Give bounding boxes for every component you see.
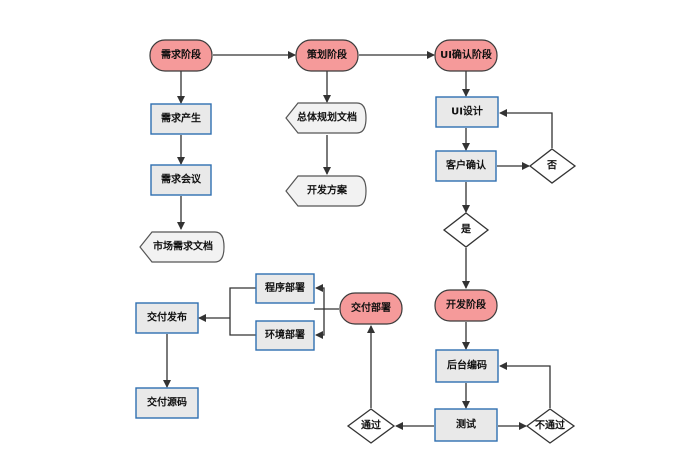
process-node-program-deploy: 程序部署 bbox=[255, 273, 315, 304]
stage-node-label: 开发阶段 bbox=[446, 298, 486, 311]
stage-node-label: 需求阶段 bbox=[161, 48, 201, 61]
edge-bracket-to-env bbox=[315, 309, 325, 339]
decision-node-label: 是 bbox=[460, 224, 471, 236]
stage-node-req: 需求阶段 bbox=[149, 39, 213, 72]
process-node-customer-confirm: 客户确认 bbox=[435, 150, 497, 182]
process-node-deliver-source: 交付源码 bbox=[135, 387, 199, 419]
process-node-label: 交付源码 bbox=[147, 396, 187, 409]
stage-node-ui-confirm: UI确认阶段 bbox=[434, 39, 498, 72]
doc-node-plan-doc: 总体规划文档 bbox=[285, 102, 367, 134]
doc-node-dev-plan: 开发方案 bbox=[285, 175, 367, 207]
decision-node-label: 否 bbox=[546, 160, 557, 172]
stage-node-dev: 开发阶段 bbox=[434, 289, 498, 322]
process-node-env-deploy: 环境部署 bbox=[255, 320, 315, 351]
process-node-req-produce: 需求产生 bbox=[150, 103, 212, 135]
process-node-req-meeting: 需求会议 bbox=[150, 164, 212, 196]
process-node-label: 需求会议 bbox=[161, 173, 202, 186]
decision-node-label: 通过 bbox=[361, 419, 381, 432]
stage-node-label: UI确认阶段 bbox=[440, 48, 492, 61]
stage-node-label: 交付部署 bbox=[351, 301, 391, 314]
doc-node-label: 总体规划文档 bbox=[297, 111, 357, 124]
decision-node-yes: 是 bbox=[442, 212, 490, 248]
doc-node-market-doc: 市场需求文档 bbox=[139, 231, 225, 263]
doc-node-label: 开发方案 bbox=[307, 184, 348, 197]
process-node-test: 测试 bbox=[434, 408, 498, 442]
process-node-label: 测试 bbox=[456, 418, 476, 431]
process-node-ui-design: UI设计 bbox=[435, 96, 499, 128]
process-node-backend-coding: 后台编码 bbox=[435, 349, 499, 383]
stage-node-deliver-deploy: 交付部署 bbox=[339, 292, 403, 325]
doc-node-label: 市场需求文档 bbox=[153, 240, 213, 253]
decision-node-pass: 通过 bbox=[346, 408, 396, 444]
process-node-label: UI设计 bbox=[451, 105, 483, 118]
process-node-label: 客户确认 bbox=[445, 159, 487, 172]
edge-notpass-to-coding bbox=[499, 362, 551, 408]
process-node-label: 需求产生 bbox=[161, 112, 201, 125]
edge-bracket-to-program bbox=[315, 284, 325, 309]
stage-node-label: 策划阶段 bbox=[307, 48, 347, 61]
decision-node-not-pass: 不通过 bbox=[525, 408, 576, 444]
edge-no-to-uidesign bbox=[499, 109, 553, 148]
edge-program-to-release-bracket bbox=[229, 287, 256, 336]
process-node-label: 环境部署 bbox=[265, 328, 305, 341]
process-node-deliver-release: 交付发布 bbox=[135, 302, 199, 334]
decision-node-no: 否 bbox=[528, 148, 577, 184]
stage-node-plan: 策划阶段 bbox=[295, 39, 359, 72]
process-node-label: 交付发布 bbox=[147, 311, 187, 324]
decision-node-label: 不通过 bbox=[535, 419, 565, 432]
process-node-label: 程序部署 bbox=[265, 281, 305, 294]
edges bbox=[163, 51, 553, 430]
process-node-label: 后台编码 bbox=[447, 359, 487, 372]
